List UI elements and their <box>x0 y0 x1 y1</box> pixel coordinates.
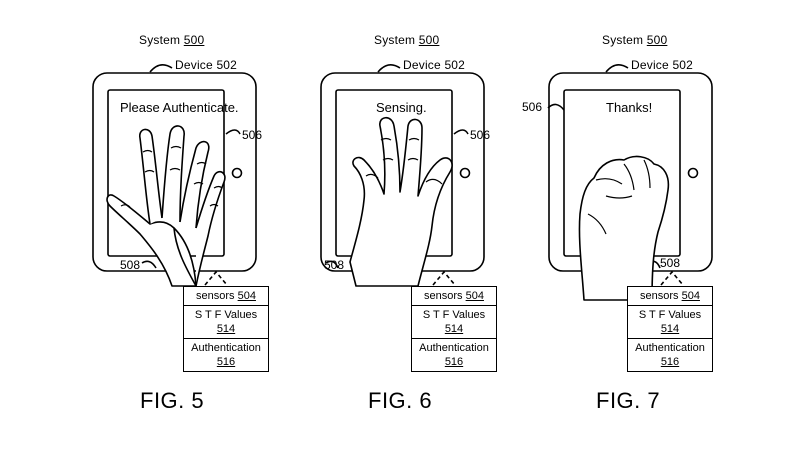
sensors-label: sensors <box>640 290 679 302</box>
figure-7: System 500 Device 502 Thanks! 506 508 se… <box>456 0 722 450</box>
screen-ref-label: 506 <box>522 100 542 114</box>
screen-leader-line <box>548 104 564 110</box>
screen-message: Sensing. <box>376 100 427 115</box>
edge-ref-label: 508 <box>660 256 680 270</box>
system-caption: System 500 <box>602 33 667 47</box>
system-label: System <box>374 33 415 47</box>
device-leader-line <box>378 65 400 72</box>
connection-dashes <box>661 272 683 285</box>
authentication-label: Authentication <box>628 341 712 355</box>
system-caption: System 500 <box>139 33 204 47</box>
device-label: Device <box>403 58 441 72</box>
stf-values-ref: 514 <box>628 322 712 336</box>
edge-leader-line <box>142 261 156 268</box>
device-ref: 502 <box>672 58 693 72</box>
device-label: Device <box>631 58 669 72</box>
sensors-cell: sensors 504 <box>628 287 712 305</box>
figure-6: System 500 Device 502 Sensing. 506 508 s… <box>228 0 494 450</box>
stf-values-label: S T F Values <box>628 308 712 322</box>
home-button <box>689 169 698 178</box>
figure-5: System 500 Device 502 Please Authenticat… <box>0 0 266 450</box>
figure-label: FIG. 7 <box>596 388 660 414</box>
sensor-stack: sensors 504 S T F Values 514 Authenticat… <box>627 286 713 372</box>
figure-label: FIG. 6 <box>368 388 432 414</box>
screen-message: Thanks! <box>606 100 652 115</box>
device-leader-line <box>150 65 172 72</box>
device-label: Device <box>175 58 213 72</box>
closed-fist-drawing <box>579 157 668 300</box>
hand-three-fingers-drawing <box>350 118 452 286</box>
system-ref: 500 <box>647 33 668 47</box>
system-ref: 500 <box>184 33 205 47</box>
edge-ref-label: 508 <box>120 258 140 272</box>
figure-label: FIG. 5 <box>140 388 204 414</box>
connection-dashes <box>433 272 455 285</box>
sensors-ref: 504 <box>682 290 700 302</box>
device-caption: Device 502 <box>631 58 693 72</box>
system-ref: 500 <box>419 33 440 47</box>
connection-dashes <box>205 272 227 285</box>
device-leader-line <box>606 65 628 72</box>
screen-message: Please Authenticate. <box>120 100 239 115</box>
system-label: System <box>139 33 180 47</box>
authentication-ref: 516 <box>628 355 712 369</box>
system-caption: System 500 <box>374 33 439 47</box>
stf-values-cell: S T F Values 514 <box>628 305 712 338</box>
system-label: System <box>602 33 643 47</box>
authentication-cell: Authentication 516 <box>628 338 712 371</box>
edge-ref-label: 508 <box>324 258 344 272</box>
